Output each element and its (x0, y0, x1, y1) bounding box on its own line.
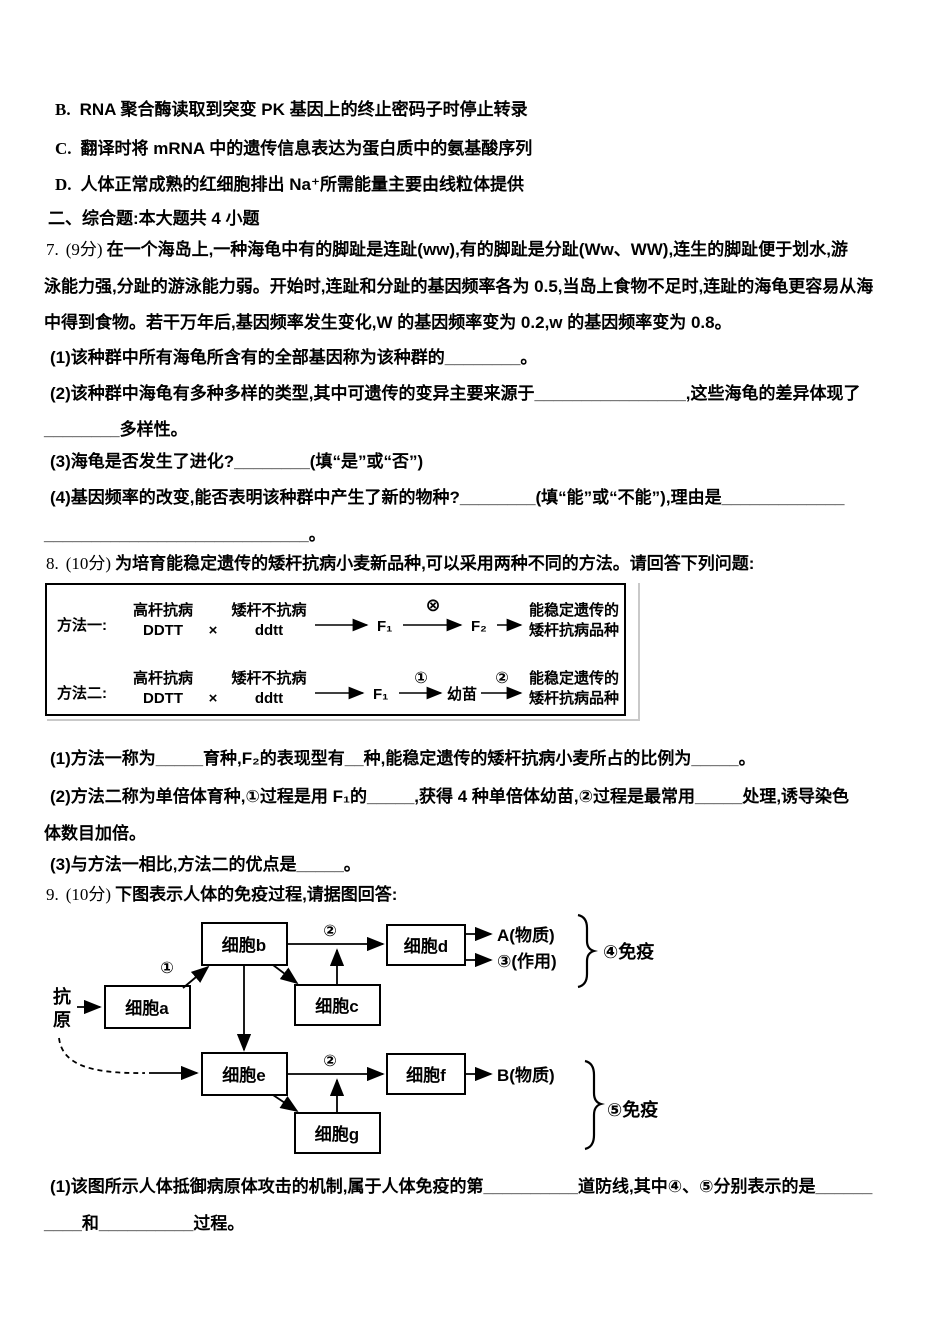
q8-intro-line: 8. (10分)为培育能稳定遗传的矮杆抗病小麦新品种,可以采用两种不同的方法。请回… (46, 553, 754, 575)
method2-parent1-trait: 高杆抗病 (133, 669, 193, 687)
method2-f1: F₁ (373, 686, 388, 703)
option-d-text: 人体正常成熟的红细胞排出 Na⁺所需能量主要由线粒体提供 (80, 175, 524, 194)
q8-intro-text: 为培育能稳定遗传的矮杆抗病小麦新品种,可以采用两种不同的方法。请回答下列问题: (115, 554, 755, 573)
cell-g-label: 细胞g (315, 1124, 359, 1144)
brace-bottom (584, 1059, 605, 1151)
method1-cross-symbol: × (209, 622, 218, 639)
q9-score: (10分) (65, 885, 112, 904)
q7-intro1-text: 在一个海岛上,一种海龟中有的脚趾是连趾(ww),有的脚趾是分趾(Ww、WW),连… (106, 240, 848, 259)
immunity4-label: ④免疫 (603, 941, 654, 962)
method2-parent2-trait: 矮杆不抗病 (231, 669, 306, 687)
method2-seedling: 幼苗 (447, 685, 477, 703)
method1-parent2-trait: 矮杆不抗病 (231, 601, 306, 619)
q9-item-1-cont: ____和__________过程。 (44, 1214, 245, 1233)
q7-item-2: (2)该种群中海龟有多种多样的类型,其中可遗传的变异主要来源于_________… (50, 384, 861, 403)
method2-parent1-genotype: DDTT (143, 690, 183, 707)
method2-step1-icon: ① (414, 670, 428, 687)
cell-b-label: 细胞b (222, 935, 266, 955)
q9-intro-text: 下图表示人体的免疫过程,请据图回答: (115, 885, 398, 904)
cell-a-label: 细胞a (125, 998, 169, 1018)
scan-artifact-vertical-line (638, 583, 640, 720)
dashed-antigen-path (58, 1037, 146, 1074)
q9-item-1: (1)该图所示人体抵御病原体攻击的机制,属于人体免疫的第__________道防… (50, 1177, 873, 1196)
immunity5-label: ⑤免疫 (607, 1099, 658, 1120)
method1-parent2-genotype: ddtt (255, 622, 283, 639)
step1-icon: ① (160, 960, 174, 977)
output-a-label: A(物质) (497, 925, 555, 945)
q9-immune-figure: 抗 原 细胞a ① 细胞b ② 细胞d A(物质) ③(作用) (45, 903, 725, 1161)
output-b-label: B(物质) (497, 1065, 555, 1085)
method1-f2: F₂ (471, 618, 487, 635)
option-c-label: C. (55, 139, 72, 158)
method2-label: 方法二: (57, 684, 107, 702)
brace-top (577, 913, 598, 989)
q7-item-4-cont: ____________________________。 (44, 525, 326, 544)
method2-parent2-genotype: ddtt (255, 690, 283, 707)
q9-immune-diagram: 抗 原 细胞a ① 细胞b ② 细胞d A(物质) ③(作用) (53, 913, 658, 1154)
q7-item-3: (3)海龟是否发生了进化?________(填“是”或“否”) (50, 452, 424, 471)
cell-d-label: 细胞d (404, 936, 448, 956)
option-b: B. RNA 聚合酶读取到突变 PK 基因上的终止密码子时停止转录 (55, 99, 528, 121)
antigen-label-line1: 抗 (53, 986, 71, 1007)
q9-number: 9. (46, 885, 59, 904)
q7-intro-line1: 7. (9分)在一个海岛上,一种海龟中有的脚趾是连趾(ww),有的脚趾是分趾(Ww… (46, 239, 848, 261)
method2-cross-symbol: × (209, 690, 218, 707)
method1-parent1-genotype: DDTT (143, 622, 183, 639)
q7-item-4: (4)基因频率的改变,能否表明该种群中产生了新的物种?________(填“能”… (50, 488, 845, 507)
scan-artifact-horizontal-line (47, 719, 640, 721)
option-b-text: RNA 聚合酶读取到突变 PK 基因上的终止密码子时停止转录 (79, 100, 528, 119)
method1-result-line1: 能稳定遗传的 (529, 601, 619, 619)
option-b-label: B. (55, 100, 71, 119)
method1-f1: F₁ (377, 618, 392, 635)
q7-number: 7. (46, 240, 59, 259)
output-3-label: ③(作用) (497, 951, 557, 971)
method1-result-line2: 矮杆抗病品种 (529, 621, 619, 639)
q8-score: (10分) (65, 554, 112, 573)
q7-item-2-cont: ________多样性。 (44, 420, 188, 439)
method1-parent1-trait: 高杆抗病 (133, 601, 193, 619)
step2-top-icon: ② (323, 923, 337, 940)
q8-item-1: (1)方法一称为_____育种,F₂的表现型有__种,能稳定遗传的矮杆抗病小麦所… (50, 749, 756, 768)
q7-item-1: (1)该种群中所有海龟所含有的全部基因称为该种群的________。 (50, 348, 538, 367)
cell-e-label: 细胞e (222, 1065, 265, 1085)
q8-breeding-figure: 方法一: 高杆抗病 DDTT × 矮杆不抗病 ddtt F₁ ⊗ F₂ 能稳定遗… (45, 583, 626, 716)
method2-step2-icon: ② (495, 670, 509, 687)
cell-c-label: 细胞c (315, 996, 358, 1016)
option-c-text: 翻译时将 mRNA 中的遗传信息表达为蛋白质中的氨基酸序列 (80, 139, 533, 158)
cell-f-label: 细胞f (406, 1065, 446, 1085)
q7-score: (9分) (65, 240, 103, 259)
q8-item-2: (2)方法二称为单倍体育种,①过程是用 F₁的_____,获得 4 种单倍体幼苗… (50, 787, 850, 806)
q8-item-3: (3)与方法一相比,方法二的优点是_____。 (50, 855, 361, 874)
q7-intro-line2: 泳能力强,分趾的游泳能力弱。开始时,连趾和分趾的基因频率各为 0.5,当岛上食物… (44, 277, 874, 296)
q8-number: 8. (46, 554, 59, 573)
q7-intro-line3: 中得到食物。若干万年后,基因频率发生变化,W 的基因频率变为 0.2,w 的基因… (44, 313, 732, 332)
method2-result-line2: 矮杆抗病品种 (529, 689, 619, 707)
section-header: 二、综合题:本大题共 4 小题 (48, 209, 260, 228)
method2-result-line1: 能稳定遗传的 (529, 669, 619, 687)
q8-item-2-cont: 体数目加倍。 (44, 824, 146, 843)
q8-breeding-diagram: 方法一: 高杆抗病 DDTT × 矮杆不抗病 ddtt F₁ ⊗ F₂ 能稳定遗… (57, 595, 619, 707)
method1-self-cross-icon: ⊗ (425, 595, 440, 615)
step2-bottom-icon: ② (323, 1053, 337, 1070)
method1-label: 方法一: (57, 616, 107, 634)
option-c: C. 翻译时将 mRNA 中的遗传信息表达为蛋白质中的氨基酸序列 (55, 138, 532, 160)
q9-intro-line: 9. (10分)下图表示人体的免疫过程,请据图回答: (46, 884, 397, 906)
antigen-label-line2: 原 (53, 1010, 71, 1030)
option-d-label: D. (55, 175, 72, 194)
option-d: D. 人体正常成熟的红细胞排出 Na⁺所需能量主要由线粒体提供 (55, 174, 524, 196)
